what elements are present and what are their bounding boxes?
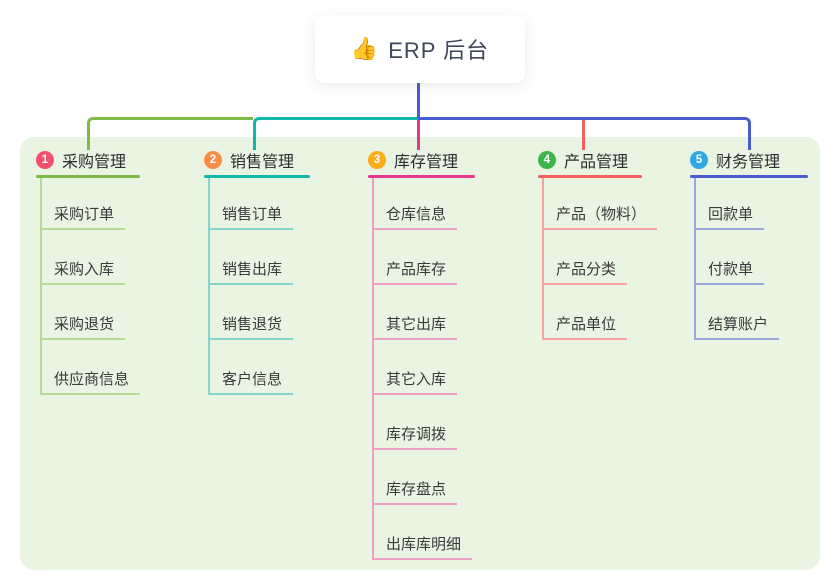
child-underline xyxy=(208,393,293,395)
children-connector-line xyxy=(208,178,210,395)
child-node[interactable]: 采购退货 xyxy=(54,316,115,333)
child-node[interactable]: 产品分类 xyxy=(556,261,617,278)
children-connector-line xyxy=(40,178,42,395)
branches-panel xyxy=(20,137,820,570)
child-node[interactable]: 库存调拨 xyxy=(386,426,447,443)
child-node[interactable]: 仓库信息 xyxy=(386,206,447,223)
branch-header-1[interactable]: 1 采购管理 xyxy=(36,148,126,172)
branch-badge-1: 1 xyxy=(36,151,54,169)
branch-badge-4: 4 xyxy=(538,151,556,169)
bus-segment-teal xyxy=(253,117,418,150)
branch-label: 产品管理 xyxy=(564,154,629,171)
root-title: ERP 后台 xyxy=(388,38,490,63)
child-underline xyxy=(372,338,457,340)
child-underline xyxy=(208,338,293,340)
child-underline xyxy=(40,228,125,230)
branch-header-4[interactable]: 4 产品管理 xyxy=(538,148,628,172)
child-underline xyxy=(208,283,293,285)
child-node[interactable]: 回款单 xyxy=(708,206,754,223)
child-node[interactable]: 产品（物料） xyxy=(556,206,647,223)
branch-4-drop-line xyxy=(582,120,585,150)
child-underline xyxy=(542,338,627,340)
child-node[interactable]: 其它入库 xyxy=(386,371,447,388)
child-underline xyxy=(694,228,764,230)
root-node[interactable]: 👍 ERP 后台 xyxy=(315,15,525,83)
branch-header-5[interactable]: 5 财务管理 xyxy=(690,148,780,172)
child-node[interactable]: 采购订单 xyxy=(54,206,115,223)
thumbs-up-icon: 👍 xyxy=(350,36,379,61)
child-node[interactable]: 库存盘点 xyxy=(386,481,447,498)
branch-underline xyxy=(538,175,642,178)
branch-3-drop-line xyxy=(417,120,420,150)
child-underline xyxy=(694,283,764,285)
branch-label: 销售管理 xyxy=(230,154,295,171)
child-node[interactable]: 销售退货 xyxy=(222,316,283,333)
branch-underline xyxy=(204,175,310,178)
children-connector-line xyxy=(372,178,374,560)
child-node[interactable]: 付款单 xyxy=(708,261,754,278)
child-underline xyxy=(40,393,140,395)
child-node[interactable]: 产品库存 xyxy=(386,261,447,278)
child-node[interactable]: 其它出库 xyxy=(386,316,447,333)
child-underline xyxy=(372,448,457,450)
branch-header-3[interactable]: 3 库存管理 xyxy=(368,148,458,172)
bus-segment-green xyxy=(87,117,253,150)
children-connector-line xyxy=(694,178,696,340)
branch-label: 库存管理 xyxy=(394,154,459,171)
branch-label: 财务管理 xyxy=(716,154,781,171)
child-underline xyxy=(694,338,779,340)
branch-label: 采购管理 xyxy=(62,154,127,171)
child-node[interactable]: 产品单位 xyxy=(556,316,617,333)
child-node[interactable]: 出库库明细 xyxy=(386,536,462,553)
branch-underline xyxy=(690,175,808,178)
child-node[interactable]: 销售订单 xyxy=(222,206,283,223)
child-underline xyxy=(40,338,125,340)
branch-underline xyxy=(36,175,140,178)
child-underline xyxy=(372,558,472,560)
children-connector-line xyxy=(542,178,544,340)
child-underline xyxy=(40,283,125,285)
child-underline xyxy=(372,393,457,395)
root-connector-line xyxy=(417,83,420,118)
bus-segment-blue xyxy=(418,117,751,150)
child-node[interactable]: 客户信息 xyxy=(222,371,283,388)
branch-badge-2: 2 xyxy=(204,151,222,169)
child-underline xyxy=(542,228,657,230)
branch-badge-3: 3 xyxy=(368,151,386,169)
child-underline xyxy=(542,283,627,285)
child-underline xyxy=(208,228,293,230)
child-node[interactable]: 销售出库 xyxy=(222,261,283,278)
branch-underline xyxy=(368,175,475,178)
child-node[interactable]: 采购入库 xyxy=(54,261,115,278)
child-underline xyxy=(372,503,457,505)
child-underline xyxy=(372,283,457,285)
branch-badge-5: 5 xyxy=(690,151,708,169)
branch-header-2[interactable]: 2 销售管理 xyxy=(204,148,294,172)
child-node[interactable]: 供应商信息 xyxy=(54,371,130,388)
child-underline xyxy=(372,228,457,230)
child-node[interactable]: 结算账户 xyxy=(708,316,769,333)
